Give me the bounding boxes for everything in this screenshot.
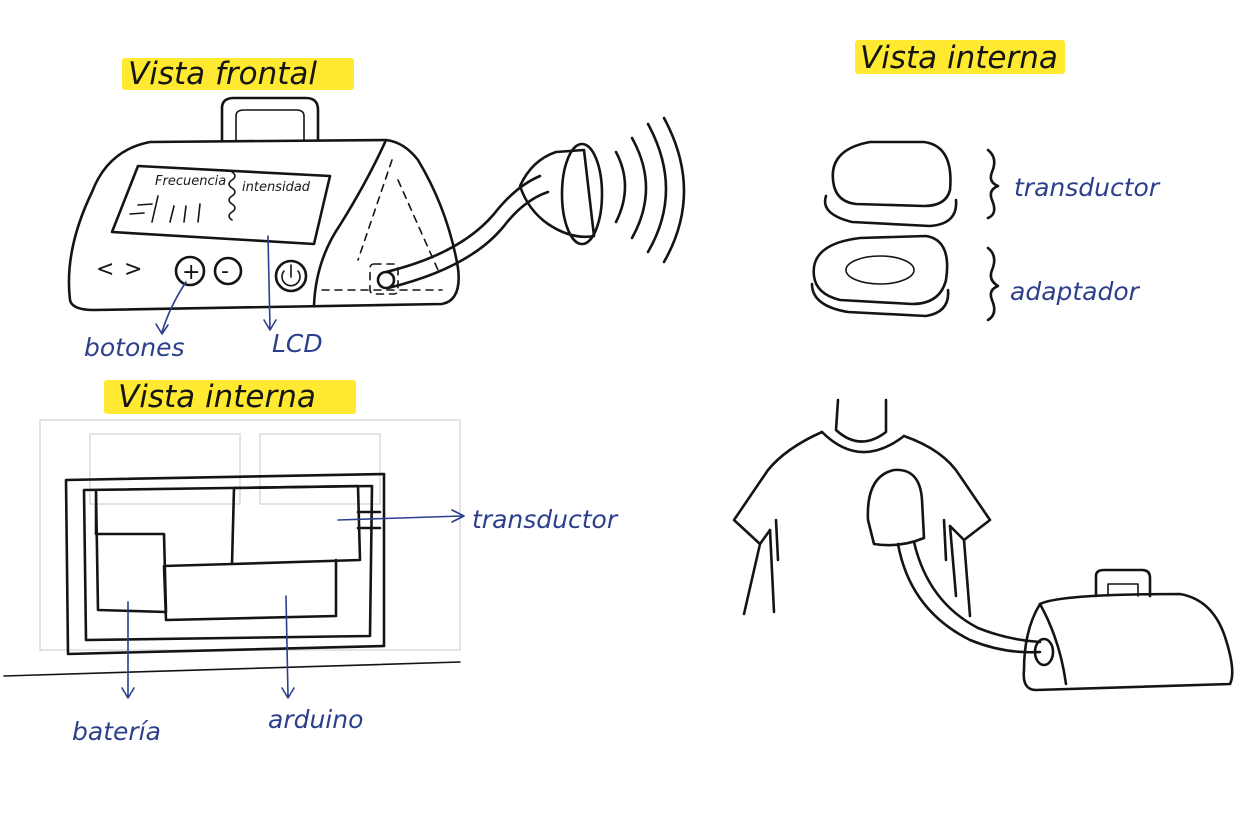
power-icon-glyph	[282, 265, 300, 286]
probe-cable-inner	[388, 192, 548, 288]
worn-device	[1024, 570, 1233, 690]
transducer-board	[232, 486, 360, 564]
title-internal-view-bottom: Vista interna	[118, 379, 316, 415]
arduino-arrow	[282, 596, 294, 698]
person-figure	[734, 400, 990, 616]
sound-waves-icon	[616, 118, 684, 262]
label-transducer-internal: transductor	[472, 505, 619, 534]
lcd-arrow	[264, 236, 276, 330]
probe-cable-outer	[386, 176, 540, 272]
lcd-frequency-label: Frecuencia	[155, 174, 226, 189]
label-adapter: adaptador	[1010, 277, 1141, 306]
device-handle-inner	[236, 110, 304, 140]
title-front-view: Vista frontal	[128, 56, 317, 92]
plus-button-label: +	[182, 260, 200, 285]
nav-left-button[interactable]: <	[96, 257, 114, 282]
probe-head	[520, 144, 602, 244]
transducer-part	[825, 142, 956, 226]
adapter-brace	[988, 248, 998, 320]
transducer-brace	[988, 150, 998, 218]
arduino-board	[164, 560, 336, 620]
adapter-part	[812, 236, 948, 316]
probe-mesh	[562, 144, 602, 244]
title-internal-view-top: Vista interna	[860, 40, 1058, 76]
device-side-face	[314, 140, 386, 305]
front-view-device: Frecuencia intensidad < > + -	[69, 98, 459, 310]
chest-transducer	[868, 470, 924, 545]
label-lcd: LCD	[272, 329, 323, 358]
label-transducer-top: transductor	[1014, 173, 1161, 202]
desk-line	[4, 662, 460, 676]
minus-button-label: -	[221, 259, 229, 284]
label-battery: batería	[72, 717, 161, 746]
battery-block	[96, 490, 166, 612]
nav-right-button[interactable]: >	[124, 257, 142, 282]
lcd-intensity-label: intensidad	[242, 180, 311, 195]
lcd-bars	[130, 196, 200, 222]
adapter-mesh	[846, 256, 914, 284]
label-buttons: botones	[84, 333, 185, 362]
label-arduino: arduino	[268, 705, 363, 734]
chest-cable-inner	[914, 542, 1040, 642]
port-socket	[378, 272, 394, 288]
lcd-squiggle	[229, 172, 235, 220]
